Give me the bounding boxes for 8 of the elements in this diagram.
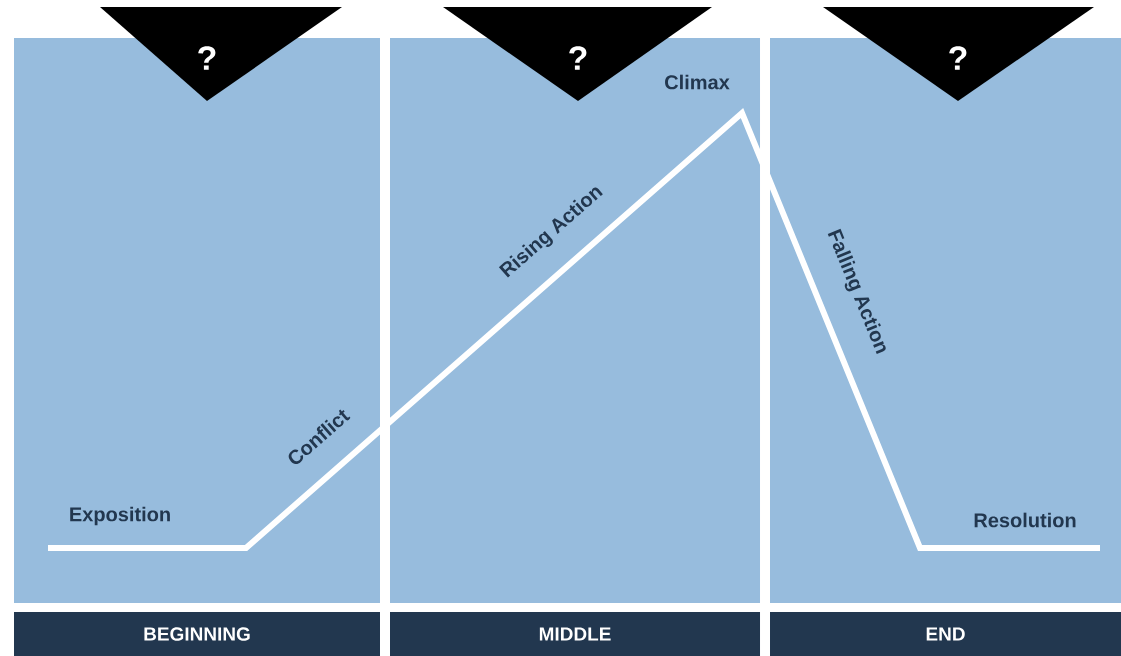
plot-label: Resolution	[974, 512, 1076, 528]
question-triangle: ?	[100, 7, 342, 101]
section-bar: BEGINNING	[14, 612, 380, 656]
section-bar: END	[770, 612, 1121, 656]
plot-label: Falling Action	[827, 228, 886, 354]
section-bar: MIDDLE	[390, 612, 760, 656]
question-triangle: ?	[823, 7, 1094, 101]
plot-label: Exposition	[70, 506, 170, 526]
